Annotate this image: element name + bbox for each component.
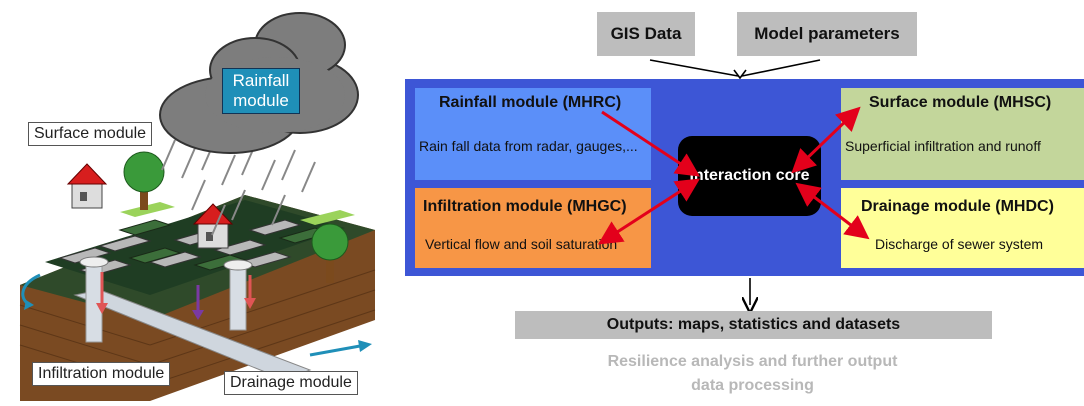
drainage-pipe [73,256,312,381]
connector-lines [649,59,821,401]
params-arrow [741,59,821,77]
drainage-label-text: Drainage module [230,374,352,391]
model-parameters-label: Model parameters [754,24,900,43]
house-left [66,163,108,209]
infiltration-module-desc: Vertical flow and soil saturation [425,236,618,252]
cloud-label-text: Rainfall module [232,71,290,110]
infiltration-module-box: Infiltration module (MHGC) Vertical flow… [415,188,651,268]
surface-module-illustration-label: Surface module [28,122,153,146]
tree-left [123,151,165,210]
surface-module-desc: Superficial infiltration and runoff [845,138,1041,154]
model-parameters-box: Model parameters [737,12,917,56]
gis-data-label: GIS Data [610,24,682,43]
gis-data-box: GIS Data [597,12,695,56]
tree-right [311,223,349,283]
drainage-module-desc: Discharge of sewer system [875,236,1044,252]
architecture-diagram: GIS Data Model parameters Rainfall modul… [390,0,1084,401]
flow-arrows [21,272,372,357]
surface-module-title: Surface module (MHSC) [869,94,1052,111]
rainfall-module-illustration-label: Rainfall module [222,68,300,114]
rainfall-module-title: Rainfall module (MHRC) [439,94,622,111]
drainage-module-title: Drainage module (MHDC) [861,198,1054,215]
model-illustration: Rainfall module Surface module Infiltrat… [0,0,390,401]
infiltration-label-text: Infiltration module [38,365,165,382]
resilience-label: Resilience analysis and further output d… [607,353,898,394]
surface-label-text: Surface module [34,125,147,142]
house-right [192,203,234,249]
outputs-bar: Outputs: maps, statistics and datasets [515,311,992,339]
infiltration-module-illustration-label: Infiltration module [32,362,171,386]
outputs-label: Outputs: maps, statistics and datasets [606,316,901,333]
interaction-core-label: Interaction core [689,167,810,184]
gis-arrow [649,59,739,77]
rainfall-module-box: Rainfall module (MHRC) Rain fall data fr… [415,88,651,180]
infiltration-module-title: Infiltration module (MHGC) [423,198,627,215]
surface-module-box: Surface module (MHSC) Superficial infilt… [841,88,1084,180]
interaction-core-box: Interaction core [678,136,821,216]
illustration-graphic [19,12,376,401]
rainfall-module-desc: Rain fall data from radar, gauges,... [419,138,638,154]
drainage-module-illustration-label: Drainage module [224,371,358,395]
resilience-text: Resilience analysis and further output d… [605,350,900,398]
drainage-module-box: Drainage module (MHDC) Discharge of sewe… [841,188,1084,268]
